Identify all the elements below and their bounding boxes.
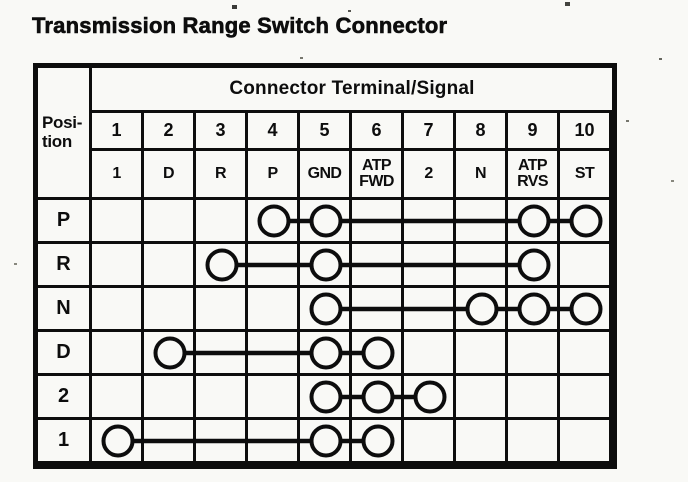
terminal-cell	[300, 200, 352, 244]
terminal-cell	[196, 288, 248, 332]
terminal-cell	[196, 376, 248, 420]
terminal-cell	[560, 376, 612, 420]
terminal-cell	[144, 244, 196, 288]
terminal-cell	[92, 244, 144, 288]
terminal-cell	[248, 420, 300, 464]
terminal-number-2: 2	[144, 113, 196, 151]
signal-label-10: ST	[560, 151, 612, 200]
terminal-cell	[560, 420, 612, 464]
terminal-cell	[352, 420, 404, 464]
terminal-cell	[456, 332, 508, 376]
signal-label-7: 2	[404, 151, 456, 200]
terminal-cell	[144, 288, 196, 332]
terminal-cell	[404, 288, 456, 332]
terminal-cell	[508, 376, 560, 420]
terminal-cell	[300, 288, 352, 332]
terminal-number-5: 5	[300, 113, 352, 151]
terminal-number-3: 3	[196, 113, 248, 151]
terminal-cell	[248, 244, 300, 288]
terminal-cell	[300, 420, 352, 464]
terminal-cell	[92, 200, 144, 244]
terminal-cell	[144, 420, 196, 464]
terminal-cell	[352, 244, 404, 288]
terminal-cell	[404, 332, 456, 376]
terminal-cell	[508, 244, 560, 288]
terminal-cell	[92, 376, 144, 420]
position-row-label-N: N	[38, 288, 92, 332]
terminal-cell	[196, 420, 248, 464]
terminal-cell	[144, 200, 196, 244]
terminal-cell	[248, 200, 300, 244]
terminal-cell	[196, 244, 248, 288]
signal-label-9: ATP RVS	[508, 151, 560, 200]
terminal-cell	[404, 200, 456, 244]
terminal-cell	[92, 288, 144, 332]
terminal-cell	[352, 376, 404, 420]
terminal-cell	[560, 332, 612, 376]
terminal-cell	[352, 200, 404, 244]
terminal-cell	[404, 244, 456, 288]
terminal-number-7: 7	[404, 113, 456, 151]
terminal-number-9: 9	[508, 113, 560, 151]
terminal-cell	[560, 288, 612, 332]
signal-label-6: ATP FWD	[352, 151, 404, 200]
terminal-cell	[352, 288, 404, 332]
signal-label-4: P	[248, 151, 300, 200]
terminal-cell	[248, 332, 300, 376]
terminal-cell	[508, 288, 560, 332]
terminal-cell	[144, 376, 196, 420]
position-row-label-R: R	[38, 244, 92, 288]
terminal-cell	[456, 244, 508, 288]
terminal-number-1: 1	[92, 113, 144, 151]
terminal-cell	[248, 376, 300, 420]
terminal-cell	[92, 332, 144, 376]
terminal-cell	[404, 376, 456, 420]
terminal-cell	[144, 332, 196, 376]
terminal-cell	[560, 244, 612, 288]
terminal-cell	[196, 332, 248, 376]
terminal-cell	[508, 200, 560, 244]
terminal-cell	[456, 420, 508, 464]
position-row-label-1: 1	[38, 420, 92, 464]
terminal-cell	[456, 376, 508, 420]
position-row-label-D: D	[38, 332, 92, 376]
position-row-label-2: 2	[38, 376, 92, 420]
terminal-number-4: 4	[248, 113, 300, 151]
terminal-number-8: 8	[456, 113, 508, 151]
signal-label-5: GND	[300, 151, 352, 200]
terminal-cell	[508, 420, 560, 464]
terminal-number-6: 6	[352, 113, 404, 151]
terminal-cell	[92, 420, 144, 464]
signal-label-8: N	[456, 151, 508, 200]
signal-label-2: D	[144, 151, 196, 200]
position-column-header: Posi- tion	[38, 68, 92, 200]
terminal-number-10: 10	[560, 113, 612, 151]
terminal-cell	[300, 332, 352, 376]
terminal-cell	[352, 332, 404, 376]
signal-label-3: R	[196, 151, 248, 200]
page-title: Transmission Range Switch Connector	[32, 13, 448, 39]
terminal-cell	[508, 332, 560, 376]
position-row-label-P: P	[38, 200, 92, 244]
terminal-cell	[456, 200, 508, 244]
terminal-cell	[300, 244, 352, 288]
terminal-cell	[560, 200, 612, 244]
terminal-cell	[300, 376, 352, 420]
terminal-signal-group-header: Connector Terminal/Signal	[92, 68, 612, 113]
signal-label-1: 1	[92, 151, 144, 200]
terminal-cell	[404, 420, 456, 464]
terminal-cell	[196, 200, 248, 244]
terminal-cell	[248, 288, 300, 332]
terminal-cell	[456, 288, 508, 332]
scan-noise-specks	[0, 0, 3, 2]
